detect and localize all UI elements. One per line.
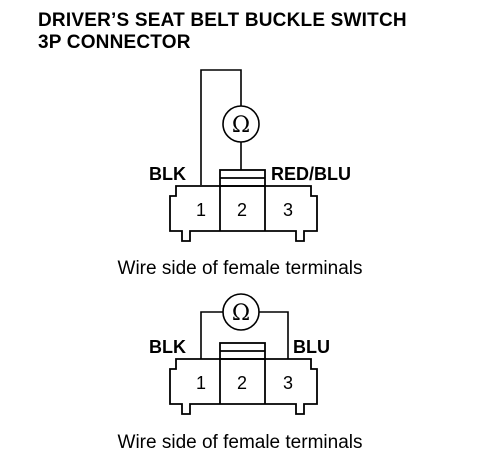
- ohm-symbol-2: Ω: [232, 301, 250, 326]
- connector-caption-2: Wire side of female terminals: [117, 432, 363, 453]
- diagram-title-line2: 3P CONNECTOR: [38, 32, 191, 53]
- terminal-number: 2: [237, 200, 247, 220]
- ohm-symbol-1: Ω: [232, 113, 250, 138]
- connector-caption-1: Wire side of female terminals: [117, 258, 363, 279]
- terminal-number: 2: [237, 373, 247, 393]
- connector-diagram-1: Ω 1 2 3 BLK RED/BLU: [149, 69, 351, 242]
- connector-body-1: [169, 185, 318, 242]
- probe-wire-terminal-1: [200, 69, 242, 185]
- connector-diagram-2: Ω 1 2 3 BLK BLU: [149, 293, 330, 415]
- wire-label-right-2: BLU: [293, 337, 330, 357]
- wire-label-right-1: RED/BLU: [271, 164, 351, 184]
- diagram-title-line1: DRIVER’S SEAT BELT BUCKLE SWITCH: [38, 10, 407, 31]
- wire-label-left-2: BLK: [149, 337, 186, 357]
- terminal-number: 3: [283, 373, 293, 393]
- terminal-number: 3: [283, 200, 293, 220]
- terminal-number: 1: [196, 373, 206, 393]
- probe-wire-terminal-1: [200, 311, 223, 359]
- probe-wire-terminal-3: [259, 311, 289, 359]
- connector-body-2: [169, 358, 318, 415]
- terminal-number: 1: [196, 200, 206, 220]
- wire-label-left-1: BLK: [149, 164, 186, 184]
